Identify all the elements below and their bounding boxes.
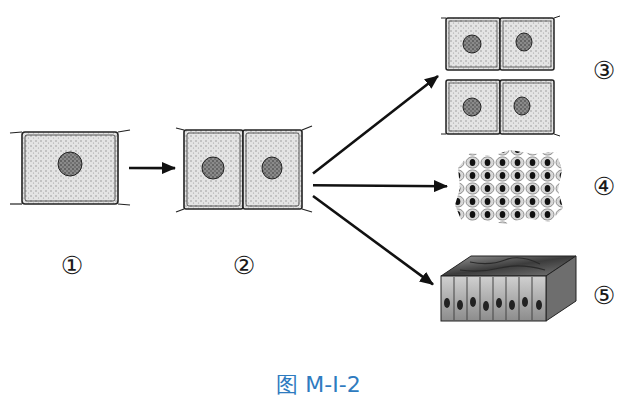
arrow-connector	[313, 185, 447, 186]
callout-number: ①	[61, 253, 83, 278]
cell-figure: ①	[16, 126, 124, 210]
cell-figure: ③	[443, 14, 559, 138]
callout-number: ④	[593, 174, 615, 199]
callout-number: ③	[593, 58, 615, 83]
cell-figure: ⑤	[438, 252, 578, 324]
arrow-connector	[313, 196, 433, 284]
arrow-connector	[313, 76, 438, 174]
callout-number: ②	[233, 253, 255, 278]
figure-caption: 图 M-Ⅰ-2	[0, 372, 637, 398]
cell-figure: ②	[180, 124, 308, 214]
arrow-connector	[129, 167, 175, 170]
callout-number: ⑤	[593, 283, 615, 308]
cell-figure: ④	[452, 148, 564, 226]
